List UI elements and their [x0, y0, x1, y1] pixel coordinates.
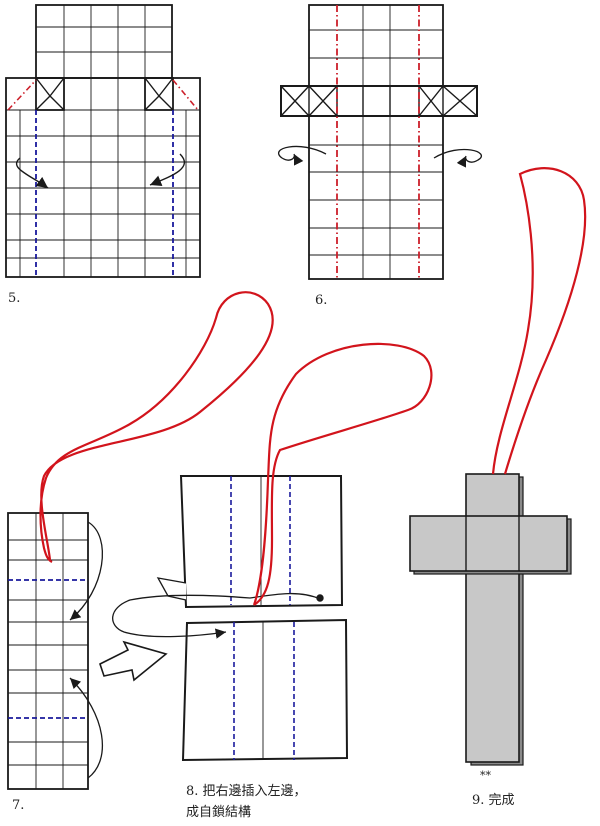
insert-arrow-icon [112, 592, 321, 639]
step-5-label: 5. [8, 291, 21, 306]
step-6-figure [278, 4, 482, 280]
fold-arrow-icon [149, 153, 186, 186]
step-9-label: 完成 [488, 793, 515, 808]
step-9-string [491, 167, 587, 475]
step-5-body [5, 77, 201, 278]
step-8-top-panel [179, 475, 344, 609]
step-6-label: 6. [315, 293, 328, 308]
fold-arrow-icon [69, 521, 104, 621]
step-5-top-grid [36, 5, 172, 78]
stars-mark: ** [480, 769, 491, 782]
step-8-number: 8. [186, 784, 199, 799]
step-8-bottom-panel [181, 618, 349, 762]
step-8-caption-line2: 成自鎖結構 [186, 805, 252, 820]
step-7-string [39, 291, 274, 563]
step-8-figure [112, 342, 433, 762]
step-6-body [308, 4, 444, 280]
fold-arrow-icon [69, 677, 104, 779]
step-9-figure [409, 167, 587, 766]
fold-arrow-icon [16, 157, 49, 189]
turn-over-arrow-icon [278, 145, 327, 166]
step-7-figure [7, 291, 274, 790]
step-5-figure [5, 4, 201, 278]
step-8-string [252, 342, 433, 606]
step-8-caption: 8. 把右邊插入左邊， [186, 780, 307, 799]
step-5-top-panel [35, 4, 173, 79]
step-9-number: 9. [472, 793, 485, 808]
step-7-body [7, 512, 89, 790]
step-9-caption: 9. 完成 [472, 789, 515, 808]
step-8-caption-line1: 把右邊插入左邊， [202, 784, 307, 799]
step-7-label: 7. [12, 798, 25, 813]
cross-horizontal-bar [409, 515, 568, 572]
next-step-arrow-icon [99, 640, 168, 682]
step-5-body-grid [6, 78, 200, 277]
turn-over-arrow-icon [433, 148, 482, 168]
